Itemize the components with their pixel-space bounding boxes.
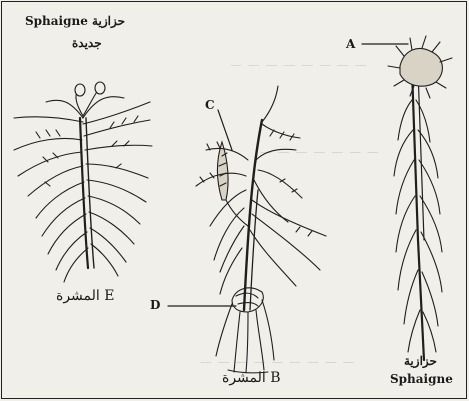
caption-right-line1: حزازية (404, 354, 437, 368)
caption-right-line2: Sphaigne (390, 372, 453, 386)
sphagnum-plant-B (196, 86, 326, 373)
sphagnum-plant-A (388, 36, 452, 360)
leader-line-C (218, 110, 232, 150)
caption-B: المشرة B (222, 370, 281, 386)
caption-E: المشرة E (56, 288, 114, 304)
title-left-line2: جديدة (72, 36, 102, 50)
label-A: A (346, 37, 355, 51)
title-left-line1: Sphaigne حزازية (25, 14, 125, 28)
label-C: C (205, 98, 215, 112)
sphagnum-young-plant-E (14, 82, 152, 282)
label-D: D (150, 298, 160, 312)
